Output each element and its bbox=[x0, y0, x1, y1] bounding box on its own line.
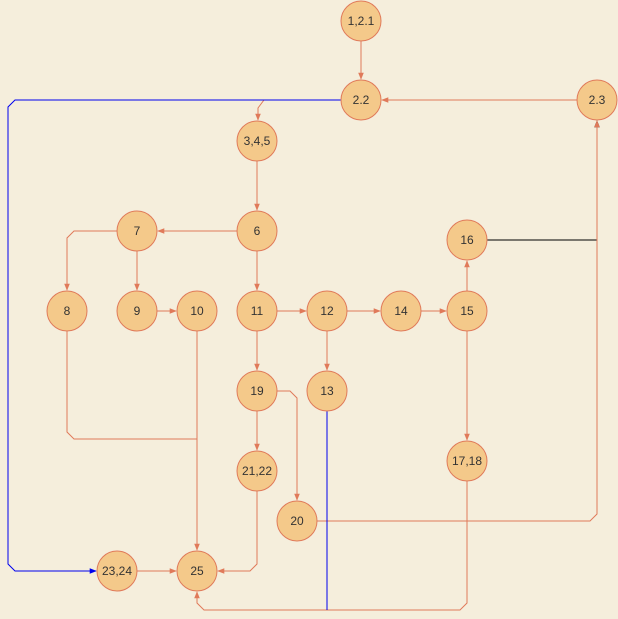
node-circle bbox=[236, 290, 278, 332]
node-12[interactable]: 12 bbox=[306, 290, 348, 332]
node-circle bbox=[236, 370, 278, 412]
node-circle bbox=[340, 79, 382, 121]
node-13[interactable]: 13 bbox=[306, 370, 348, 412]
node-label: 8 bbox=[64, 304, 71, 318]
node-2-2[interactable]: 2.2 bbox=[340, 79, 382, 121]
node-circle bbox=[380, 290, 422, 332]
node-15[interactable]: 15 bbox=[446, 290, 488, 332]
edges-layer bbox=[7, 41, 600, 611]
node-circle bbox=[236, 120, 278, 162]
node-9[interactable]: 9 bbox=[116, 290, 158, 332]
node-label: 10 bbox=[190, 304, 204, 318]
node-23-24[interactable]: 23,24 bbox=[96, 550, 138, 592]
node-circle bbox=[96, 550, 138, 592]
node-label: 2.2 bbox=[353, 93, 370, 107]
node-label: 25 bbox=[190, 564, 204, 578]
node-16[interactable]: 16 bbox=[446, 219, 488, 261]
node-20[interactable]: 20 bbox=[276, 500, 318, 542]
node-label: 17,18 bbox=[452, 454, 482, 468]
node-circle bbox=[340, 0, 382, 42]
node-label: 7 bbox=[134, 224, 141, 238]
node-circle bbox=[46, 290, 88, 332]
node-circle bbox=[176, 290, 218, 332]
node-3-4-5[interactable]: 3,4,5 bbox=[236, 120, 278, 162]
node-circle bbox=[446, 440, 488, 482]
edge-22-to-345 bbox=[255, 99, 341, 121]
node-label: 6 bbox=[254, 224, 261, 238]
node-21-22[interactable]: 21,22 bbox=[236, 450, 278, 492]
node-label: 14 bbox=[394, 304, 408, 318]
node-17-18[interactable]: 17,18 bbox=[446, 440, 488, 482]
node-14[interactable]: 14 bbox=[380, 290, 422, 332]
edge-2122-to-25 bbox=[217, 491, 258, 574]
node-10[interactable]: 10 bbox=[176, 290, 218, 332]
node-circle bbox=[446, 290, 488, 332]
node-label: 3,4,5 bbox=[244, 134, 271, 148]
node-circle bbox=[236, 210, 278, 252]
node-circle bbox=[306, 370, 348, 412]
node-label: 9 bbox=[134, 304, 141, 318]
node-circle bbox=[176, 550, 218, 592]
edge-8-to-25 bbox=[66, 331, 197, 440]
nodes-layer: 1,2.1 2.2 2.3 3,4,5 6 7 8 9 10 11 12 13 14 15 16 17,18 1… bbox=[46, 0, 618, 592]
node-6[interactable]: 6 bbox=[236, 210, 278, 252]
node-25[interactable]: 25 bbox=[176, 550, 218, 592]
node-circle bbox=[116, 290, 158, 332]
edge-1718-to-25 bbox=[194, 481, 468, 611]
edge-19-to-20 bbox=[277, 390, 300, 501]
node-label: 2.3 bbox=[589, 93, 606, 107]
edge-7-to-8 bbox=[64, 230, 117, 291]
node-19[interactable]: 19 bbox=[236, 370, 278, 412]
node-circle bbox=[446, 219, 488, 261]
node-label: 1,2.1 bbox=[348, 14, 375, 28]
node-1-2-1[interactable]: 1,2.1 bbox=[340, 0, 382, 42]
node-label: 20 bbox=[290, 514, 304, 528]
edge-16-to-23 bbox=[487, 120, 600, 241]
edge-20-to-23 bbox=[317, 120, 600, 522]
node-circle bbox=[576, 79, 618, 121]
node-label: 13 bbox=[320, 384, 334, 398]
node-label: 15 bbox=[460, 304, 474, 318]
node-8[interactable]: 8 bbox=[46, 290, 88, 332]
node-label: 16 bbox=[460, 233, 474, 247]
node-label: 12 bbox=[320, 304, 334, 318]
node-7[interactable]: 7 bbox=[116, 210, 158, 252]
node-label: 11 bbox=[251, 304, 264, 318]
node-circle bbox=[116, 210, 158, 252]
node-circle bbox=[306, 290, 348, 332]
node-label: 21,22 bbox=[242, 464, 272, 478]
node-11[interactable]: 11 bbox=[236, 290, 278, 332]
node-label: 19 bbox=[250, 384, 264, 398]
node-label: 23,24 bbox=[102, 564, 132, 578]
edge-22-to-2324 bbox=[7, 99, 341, 574]
node-2-3[interactable]: 2.3 bbox=[576, 79, 618, 121]
node-circle bbox=[276, 500, 318, 542]
node-circle bbox=[236, 450, 278, 492]
